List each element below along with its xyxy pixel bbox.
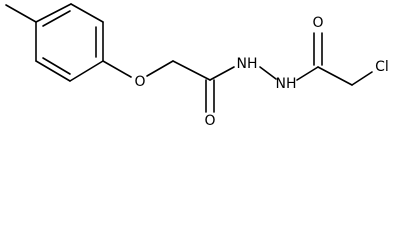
methyl-bond xyxy=(5,4,37,23)
ring-double-bond xyxy=(42,10,71,27)
chlorine-label: Cl xyxy=(375,59,389,75)
nh-2-label: NH xyxy=(276,76,297,92)
carbonyl-nh-bond xyxy=(209,66,235,81)
nh-carbonyl-bond xyxy=(296,66,319,81)
benzene-ring xyxy=(35,3,104,82)
carbonyl-2-oxygen-label: O xyxy=(312,15,323,31)
ring-bond xyxy=(69,60,104,82)
ch2-cl-bond xyxy=(351,71,373,86)
chemical-structure: O O NH NH O Cl xyxy=(5,3,389,129)
carbonyl-1-oxygen-label: O xyxy=(204,113,215,129)
ring-bond xyxy=(70,3,104,23)
ring-bond xyxy=(35,60,71,82)
carbonyl-ch2-bond xyxy=(317,66,353,86)
nh-1-label: NH xyxy=(237,56,258,72)
ring-bond xyxy=(35,3,72,23)
ch2-carbonyl-bond xyxy=(172,60,211,81)
aryl-ether-bond xyxy=(102,60,132,78)
ether-ch2-bond xyxy=(146,60,174,77)
ring-double-bond xyxy=(42,57,71,75)
hydrazine-nn-bond xyxy=(259,66,277,80)
ether-oxygen-label: O xyxy=(134,74,145,90)
